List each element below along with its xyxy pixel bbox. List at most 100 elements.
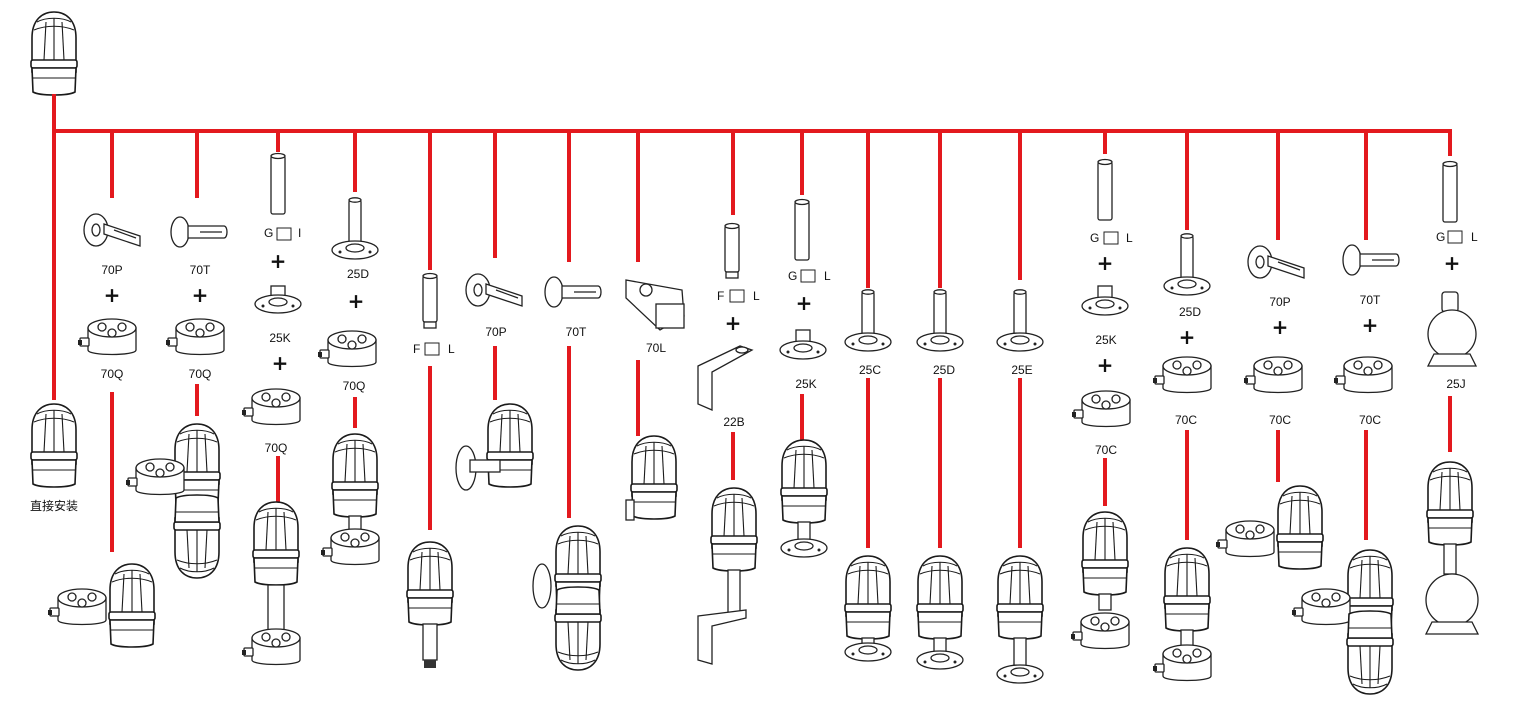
base-25k-icon [779, 329, 827, 360]
connection-lines [52, 94, 1452, 552]
bracket-70p-icon [83, 213, 141, 247]
junction-box-70q-icon [165, 318, 225, 356]
part-label: 70T [190, 263, 211, 277]
plus-sign: + [1097, 353, 1114, 377]
part-label: F [717, 289, 724, 303]
pole-tube-icon [1442, 160, 1458, 223]
part-label: G [1090, 231, 1099, 245]
junction-box-70c-icon [1071, 390, 1131, 428]
base-25e-icon [997, 290, 1043, 351]
part-label: 70T [1360, 293, 1381, 307]
plus-sign: + [1272, 315, 1289, 339]
plus-sign: + [1097, 251, 1114, 275]
assembly-70p-70c-icon [1215, 485, 1324, 570]
plus-sign: + [1444, 251, 1461, 275]
part-label: L [753, 289, 760, 303]
part-label: 70Q [343, 379, 366, 393]
option-box [729, 289, 745, 303]
part-label: 70L [646, 341, 666, 355]
plus-sign: + [725, 311, 742, 335]
assembly-25d-70q-icon [320, 433, 380, 566]
part-label: 70C [1095, 443, 1117, 457]
junction-box-70c-icon [1333, 356, 1393, 394]
plus-sign: + [1179, 325, 1196, 349]
junction-box-70c-icon [1152, 356, 1212, 394]
part-label: 70T [566, 325, 587, 339]
bracket-70l-icon [625, 279, 685, 331]
assembly-25d-70c-icon [1152, 547, 1212, 682]
junction-box-70q-icon [241, 388, 301, 426]
part-label: 70P [485, 325, 506, 339]
part-label: L [1126, 231, 1133, 245]
part-label: 25C [859, 363, 881, 377]
top-beacon-light-icon [30, 11, 78, 96]
part-label: G [264, 226, 273, 240]
assembly-25k-icon [780, 439, 828, 558]
assembly-25j-icon [1424, 461, 1480, 635]
option-box [800, 269, 816, 283]
base-25k-icon [1081, 285, 1129, 316]
assembly-25k-70c-icon [1070, 511, 1130, 650]
bracket-70t-icon [544, 276, 602, 308]
plus-sign: + [104, 283, 121, 307]
part-label: 25J [1446, 377, 1465, 391]
junction-box-70q-icon [77, 318, 137, 356]
base-25k-icon [254, 285, 302, 314]
plus-sign: + [272, 351, 289, 375]
part-label: 70Q [265, 441, 288, 455]
assembly-70t-70c-icon [1291, 549, 1394, 695]
assembly-70t-70q-icon [125, 423, 221, 579]
pole-tube-icon [1097, 158, 1113, 221]
plus-sign: + [1362, 313, 1379, 337]
option-box [424, 342, 440, 356]
base-25j-icon [1426, 291, 1478, 367]
part-label: 70C [1175, 413, 1197, 427]
part-label: 25K [269, 331, 290, 345]
assembly-70p-icon [455, 403, 534, 491]
junction-box-70q-icon [317, 330, 377, 368]
base-25c-icon [845, 290, 891, 351]
part-label: 25D [933, 363, 955, 377]
base-25d-icon [1164, 234, 1210, 295]
assembly-22b-icon [697, 487, 758, 665]
bracket-70t-icon [1342, 244, 1400, 276]
plus-sign: + [348, 289, 365, 313]
assembly-25c-icon [844, 555, 892, 662]
plus-sign: + [270, 249, 287, 273]
part-label: 70P [101, 263, 122, 277]
plus-sign: + [796, 291, 813, 315]
option-box [1447, 230, 1463, 244]
part-label: L [448, 342, 455, 356]
option-box [276, 227, 292, 241]
assembly-25d-icon [916, 555, 964, 670]
part-label: 25D [347, 267, 369, 281]
junction-box-70c-icon [1243, 356, 1303, 394]
part-label: 70Q [189, 367, 212, 381]
assembly-70l-icon [625, 435, 678, 521]
pole-tube-icon [270, 152, 286, 215]
part-label: 22B [723, 415, 744, 429]
part-label: G [788, 269, 797, 283]
part-label: 25K [1095, 333, 1116, 347]
part-label: L [1471, 230, 1478, 244]
part-label: 70P [1269, 295, 1290, 309]
pole-tube-icon [724, 222, 740, 279]
assembly-25e-icon [996, 555, 1044, 684]
bracket-70p-icon [465, 273, 523, 307]
direct-mount-label: 直接安装 [30, 498, 78, 513]
part-label: G [1436, 230, 1445, 244]
pole-tube-icon [794, 198, 810, 261]
assembly-70t-icon [532, 525, 602, 671]
part-label: 25D [1179, 305, 1201, 319]
part-label: 70Q [101, 367, 124, 381]
pole-tube-icon [422, 272, 438, 329]
part-label: 25K [795, 377, 816, 391]
assembly-pole-beacon-icon [406, 541, 454, 668]
base-25d-icon [332, 198, 378, 259]
part-label: 25E [1011, 363, 1032, 377]
direct-mount-beacon-icon [30, 403, 78, 488]
bracket-70p-icon [1247, 245, 1305, 279]
part-label: F [413, 342, 420, 356]
